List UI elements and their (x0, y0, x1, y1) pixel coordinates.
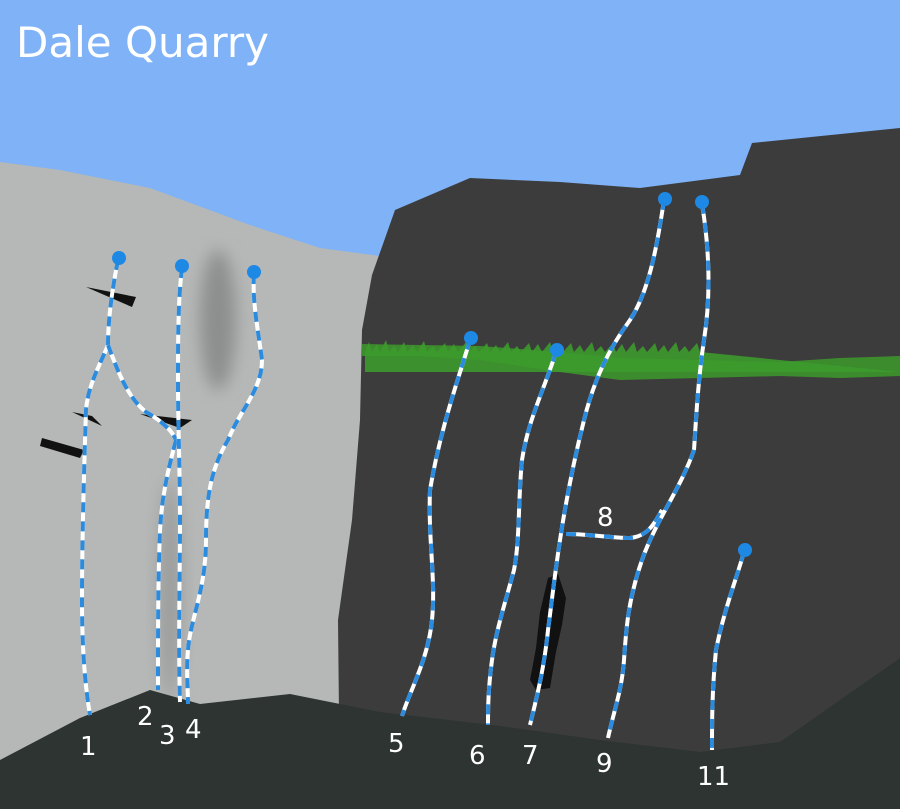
light-rock-wall (0, 162, 380, 809)
route-1[interactable] (80, 251, 178, 716)
route-11[interactable] (710, 543, 752, 751)
route-label-11[interactable]: 11 (697, 762, 730, 792)
route-label-6[interactable]: 6 (469, 741, 486, 771)
route-6[interactable] (486, 343, 564, 726)
dark-rock-wall (338, 128, 900, 809)
route-6-anchor[interactable] (550, 343, 564, 357)
water-streak (200, 250, 236, 390)
route-8[interactable] (565, 508, 664, 540)
route-label-1[interactable]: 1 (80, 732, 97, 762)
route-4-anchor[interactable] (247, 265, 261, 279)
route-4[interactable] (185, 265, 264, 705)
route-9[interactable] (606, 195, 711, 739)
route-label-9[interactable]: 9 (596, 749, 613, 779)
route-7[interactable] (528, 192, 672, 726)
route-11-anchor[interactable] (738, 543, 752, 557)
route-1-anchor[interactable] (112, 251, 126, 265)
route-label-3[interactable]: 3 (159, 721, 176, 751)
route-7-anchor[interactable] (658, 192, 672, 206)
route-3-anchor[interactable] (175, 259, 189, 273)
route-label-2[interactable]: 2 (137, 702, 154, 732)
route-label-8[interactable]: 8 (597, 503, 614, 533)
route-5-anchor[interactable] (464, 331, 478, 345)
grass-tufts (365, 340, 900, 372)
ground (0, 658, 900, 809)
route-5[interactable] (400, 331, 478, 717)
route-label-7[interactable]: 7 (522, 741, 539, 771)
route-label-5[interactable]: 5 (388, 729, 405, 759)
water-streak (158, 480, 182, 700)
page-title: Dale Quarry (16, 18, 269, 67)
route-3[interactable] (175, 259, 189, 703)
rock-flake-feature (40, 438, 84, 458)
route-label-4[interactable]: 4 (185, 715, 202, 745)
route-2[interactable] (156, 439, 178, 691)
route-9-anchor[interactable] (695, 195, 709, 209)
